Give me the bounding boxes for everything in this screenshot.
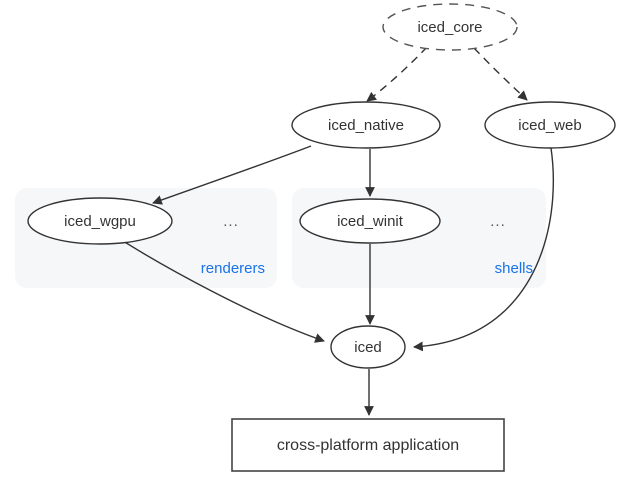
- node-iced-winit-label: iced_winit: [337, 213, 404, 230]
- node-iced-native-shape: [291, 101, 441, 149]
- node-application-label: cross-platform application: [277, 437, 459, 454]
- node-iced-web-label: iced_web: [518, 117, 581, 134]
- edge-iced-wgpu-to-iced: [122, 240, 325, 343]
- cluster-shells-label: shells: [495, 260, 533, 277]
- node-iced-web[interactable]: iced_web: [484, 101, 616, 149]
- node-iced-native[interactable]: iced_native: [291, 101, 441, 149]
- node-iced-winit[interactable]: iced_winit: [299, 198, 441, 244]
- node-iced-wgpu[interactable]: iced_wgpu: [27, 197, 173, 245]
- cluster-shells-ellipsis: ...: [490, 213, 506, 230]
- node-iced-winit-shape: [299, 198, 441, 244]
- cluster-renderers-label: renderers: [201, 260, 265, 277]
- node-iced-web-shape: [484, 101, 616, 149]
- node-iced-label: iced: [354, 339, 382, 356]
- node-iced-shape: [330, 325, 406, 369]
- node-iced-core[interactable]: iced_core: [382, 3, 518, 51]
- edge-iced-core-to-iced-web: [473, 47, 528, 101]
- node-cross-platform-application[interactable]: cross-platform application: [231, 418, 505, 472]
- node-iced-core-shape: [382, 3, 518, 51]
- node-iced-native-label: iced_native: [328, 117, 404, 134]
- node-iced-core-label: iced_core: [417, 19, 482, 36]
- edge-iced-native-to-iced-wgpu: [152, 145, 312, 205]
- node-application-shape: [231, 418, 505, 472]
- node-iced-wgpu-shape: [27, 197, 173, 245]
- node-iced-wgpu-label: iced_wgpu: [64, 213, 136, 230]
- edge-iced-web-to-iced: [413, 147, 554, 352]
- cluster-renderers-ellipsis: ...: [223, 213, 239, 230]
- edge-iced-core-to-iced-native: [366, 46, 428, 102]
- node-iced[interactable]: iced: [330, 325, 406, 369]
